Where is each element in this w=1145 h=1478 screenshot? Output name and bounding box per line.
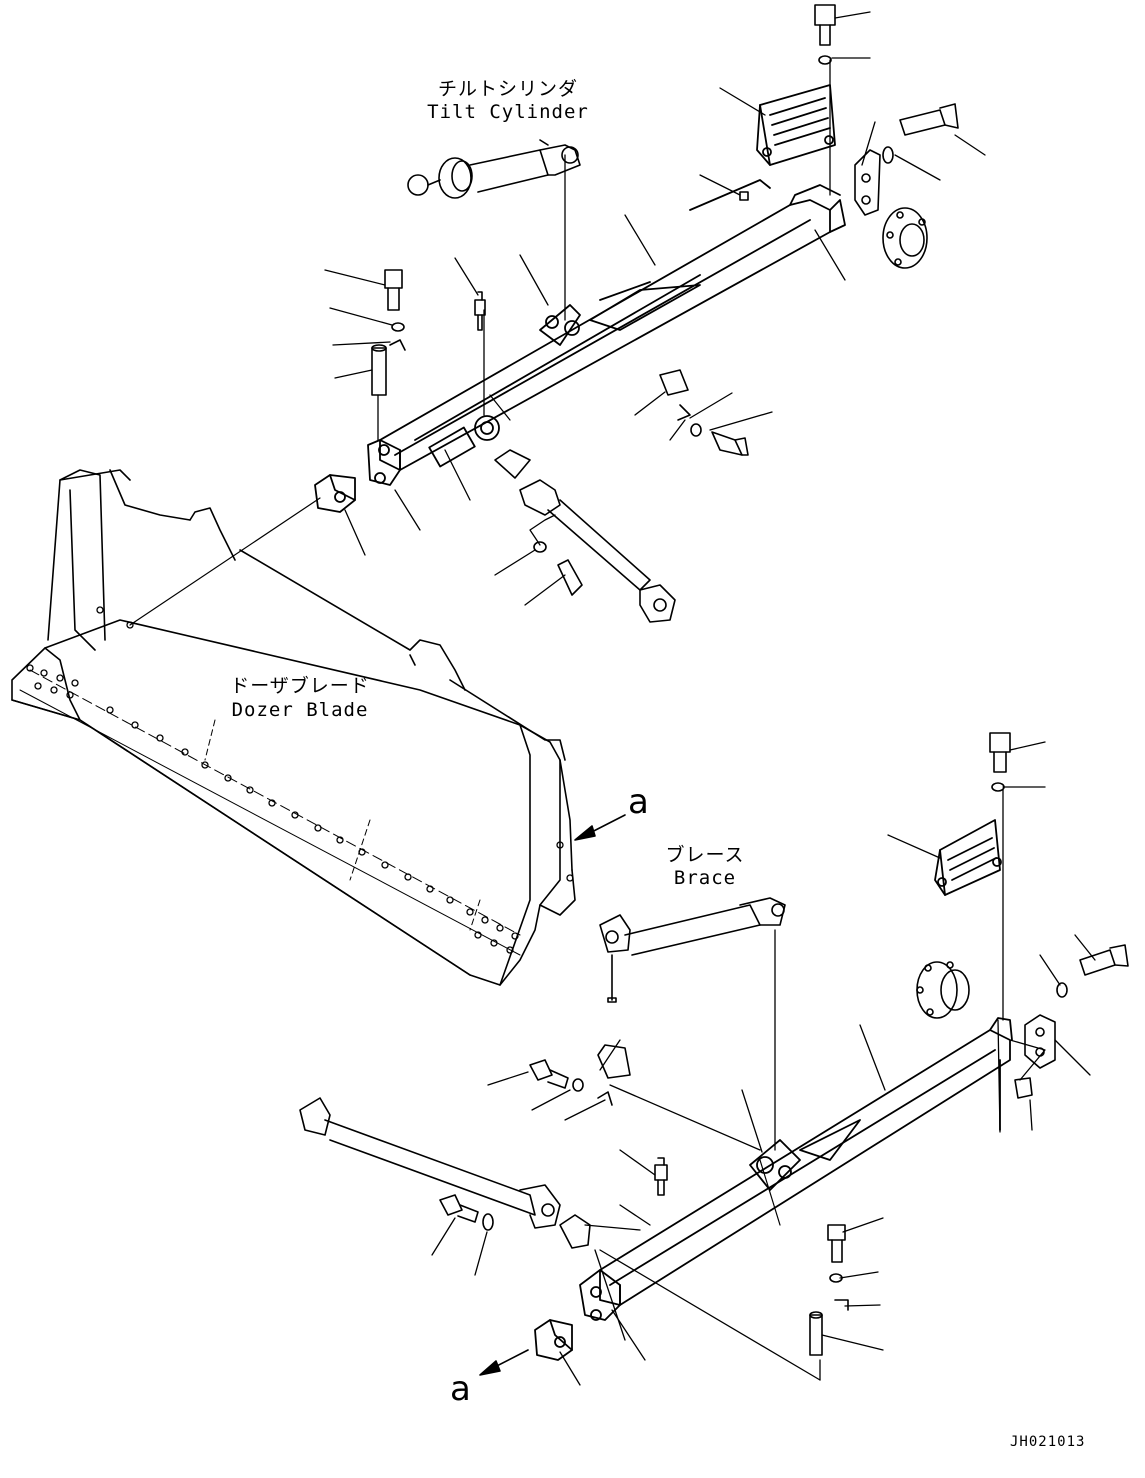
tilt-cylinder-label-en: Tilt Cylinder [427,101,589,123]
brace-label-en: Brace [673,867,737,889]
brace-label-jp: ブレース [665,844,745,866]
bottom-bearing [916,961,1056,1099]
top-step-bracket [756,84,836,166]
drawing-code: JH021013 [1010,1434,1086,1450]
brace-rod [599,897,786,1003]
top-bearing-cap [854,149,928,269]
bottom-rod-brace [299,1097,591,1249]
tilt-cylinder-label-jp: チルトシリンダ [437,78,578,100]
top-block [314,474,356,513]
view-a-label-bottom: a [450,1369,471,1409]
bottom-block [534,1319,573,1361]
dozer-blade [11,469,576,986]
bottom-brace-beam [579,1017,1013,1321]
dozer-blade-label-en: Dozer Blade [231,699,369,721]
leader-lines [324,11,1096,1386]
top-fasteners [371,4,959,456]
top-rod-brace [494,449,676,623]
view-a-label-top: a [628,782,649,822]
bottom-fasteners [439,732,1129,1356]
dozer-blade-label-jp: ドーザブレード [230,675,370,697]
tilt-cylinder [407,139,581,199]
bottom-step-bracket [934,819,1002,896]
view-arrow-top [574,814,626,841]
view-arrow-bottom [479,1349,529,1376]
top-brace-beam [367,179,846,486]
